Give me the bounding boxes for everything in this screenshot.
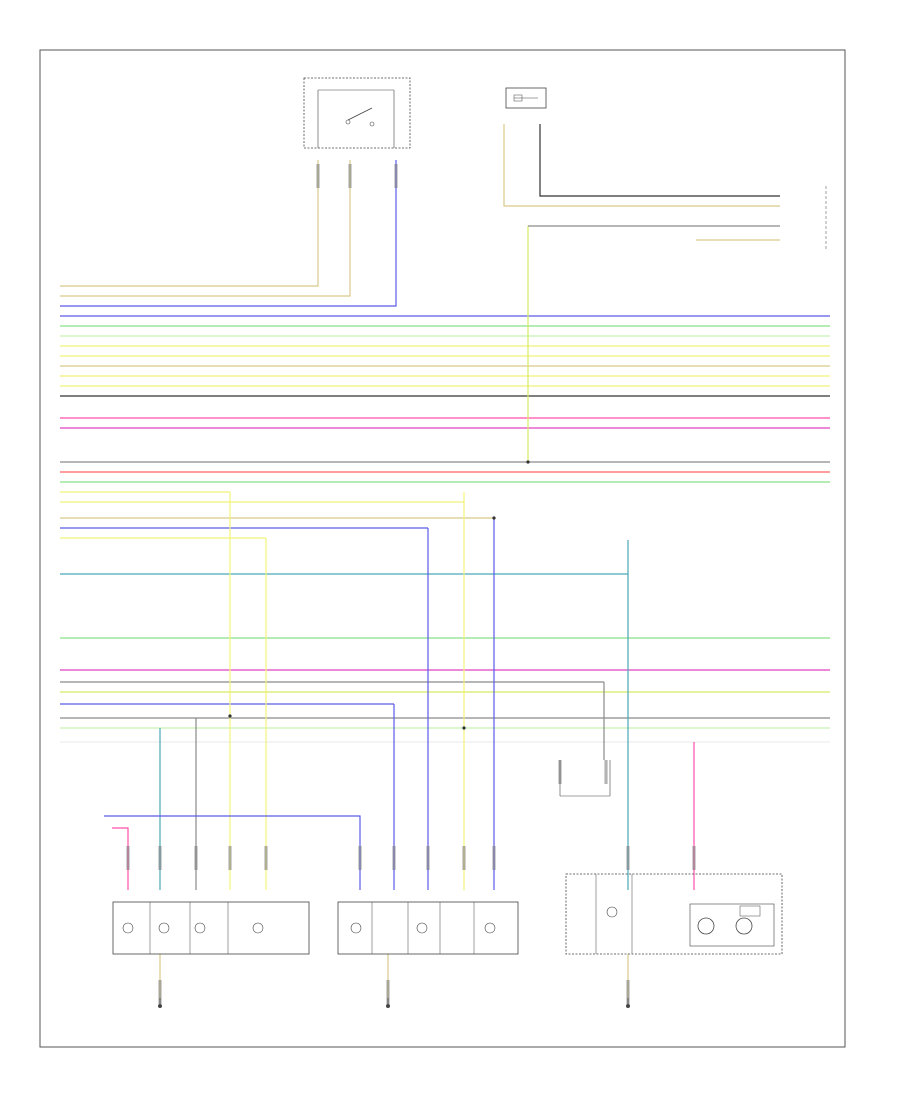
junction-dot-4: [492, 516, 496, 520]
connector-2: [348, 164, 352, 188]
wire-hazard-2: [60, 160, 351, 297]
wire-flasher-2: [539, 124, 780, 197]
connector-7: [228, 846, 232, 870]
right-rear-lamp-assembly: [565, 873, 783, 955]
junction-dot-1: [526, 460, 530, 464]
wire-flasher-1: [503, 124, 780, 207]
connector-13: [492, 846, 496, 870]
hazard-switch: [303, 77, 411, 149]
junction-dot-2: [228, 714, 232, 718]
connector-14: [626, 846, 630, 870]
wire-hazard-3: [60, 160, 397, 307]
flasher-relay: [505, 87, 547, 109]
connector-19: [386, 980, 390, 1004]
connector-17: [604, 760, 608, 784]
diagram-frame: [39, 49, 846, 1048]
connector-6: [194, 846, 198, 870]
connector-20: [626, 980, 630, 1004]
wire-hazard-1: [60, 160, 319, 287]
connector-11: [426, 846, 430, 870]
connector-4: [126, 846, 130, 870]
license-lamp-assembly: [337, 901, 519, 955]
connector-8: [264, 846, 268, 870]
connector-5: [158, 846, 162, 870]
connector-15: [692, 846, 696, 870]
wire-drop-13: [112, 827, 129, 890]
connector-1: [316, 164, 320, 188]
connector-10: [392, 846, 396, 870]
connectors-layer: [126, 164, 696, 1004]
connector-18: [158, 980, 162, 1004]
right-lamp-bracket: [559, 760, 611, 797]
connector-9: [358, 846, 362, 870]
junction-dot-3: [462, 726, 466, 730]
connector-12: [462, 846, 466, 870]
left-rear-lamp-assembly: [112, 901, 310, 955]
connector-3: [394, 164, 398, 188]
wires-layer: [60, 124, 830, 1000]
ground-symbols: [158, 998, 630, 1008]
wire-drop-12: [104, 815, 361, 890]
